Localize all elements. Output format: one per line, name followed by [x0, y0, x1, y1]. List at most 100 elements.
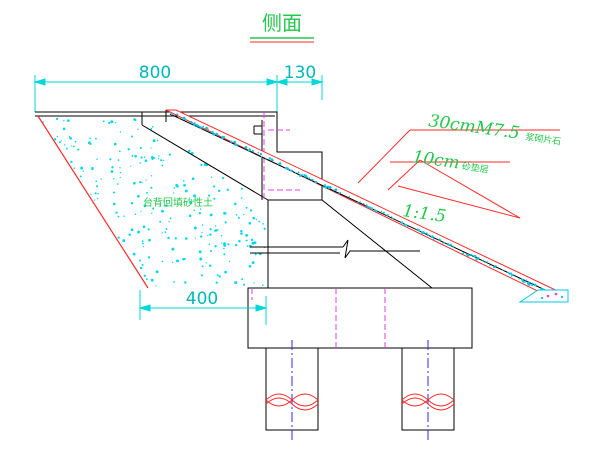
- backfill-speckle: [162, 159, 165, 162]
- backfill-speckle: [60, 140, 63, 142]
- slope-speckle: [362, 202, 365, 205]
- slope-speckle: [323, 186, 325, 188]
- slope-speckle: [449, 243, 452, 246]
- backfill-speckle: [146, 191, 148, 194]
- backfill-speckle: [130, 202, 134, 205]
- backfill-speckle: [208, 243, 211, 246]
- backfill-speckle: [249, 209, 253, 212]
- backfill-speckle: [198, 250, 202, 254]
- slope-speckle: [287, 168, 290, 171]
- slope-speckle: [421, 231, 424, 234]
- backfill-speckle: [56, 135, 59, 138]
- slope-speckle: [484, 261, 486, 263]
- backfill-speckle: [145, 278, 148, 281]
- backfill-speckle: [240, 197, 243, 199]
- backfill-speckle: [110, 120, 114, 124]
- layer2-value: 10cm: [411, 147, 461, 173]
- slope-speckle: [380, 210, 383, 213]
- backfill-speckle: [251, 261, 255, 264]
- backfill-speckle: [240, 229, 243, 233]
- backfill-speckle: [199, 257, 203, 261]
- backfill-speckle: [95, 137, 97, 140]
- backfill-speckle: [190, 200, 192, 203]
- backfill-speckle: [143, 156, 146, 158]
- backfill-speckle: [130, 135, 134, 138]
- backfill-speckle: [255, 218, 258, 221]
- slope-speckle: [221, 136, 224, 139]
- backfill-speckle: [133, 181, 136, 185]
- backfill-speckle: [173, 186, 176, 189]
- backfill-speckle: [142, 225, 146, 228]
- backfill-speckle: [168, 221, 170, 223]
- slope-speckle: [324, 185, 328, 189]
- layer1-suffix: 浆砌片石: [525, 131, 562, 148]
- backfill-speckle: [174, 237, 177, 240]
- slope-speckle: [314, 180, 318, 184]
- backfill-speckle: [53, 138, 57, 141]
- slope-speckle: [301, 173, 303, 176]
- backfill-speckle: [161, 232, 163, 234]
- slope-speckle: [338, 191, 340, 193]
- backfill-speckle: [203, 163, 207, 166]
- backfill-speckle: [207, 234, 209, 237]
- slope-speckle: [205, 126, 208, 130]
- slope-speckle: [431, 235, 434, 239]
- backfill-speckle: [113, 191, 116, 194]
- backfill-speckle: [116, 183, 119, 185]
- backfill-speckle: [96, 158, 98, 160]
- slope-speckle: [178, 117, 181, 119]
- slope-speckle: [452, 245, 454, 247]
- backfill-speckle: [200, 163, 203, 167]
- backfill-speckle: [151, 157, 154, 160]
- backfill-speckle: [118, 150, 121, 153]
- slope-speckle: [193, 123, 196, 126]
- backfill-speckle: [200, 274, 203, 277]
- backfill-speckle: [140, 210, 142, 213]
- pile-centerlines: [291, 340, 429, 440]
- hidden-lines: [251, 112, 386, 348]
- backfill-speckle: [157, 158, 160, 160]
- backfill-speckle: [160, 159, 163, 162]
- backfill-speckle: [215, 281, 218, 284]
- backfill-speckle: [155, 285, 157, 287]
- backfill-speckle: [223, 253, 226, 256]
- backfill-speckle: [141, 181, 143, 184]
- backfill-outline: [35, 111, 275, 289]
- backfill-speckle: [142, 246, 145, 248]
- slope-speckle: [308, 177, 311, 180]
- slope-speckle: [310, 178, 314, 181]
- slope-speckle: [510, 272, 513, 275]
- backfill-speckle: [139, 146, 142, 150]
- slope-speckle: [524, 281, 526, 283]
- slope-speckle: [260, 155, 263, 158]
- slope-speckle: [233, 140, 237, 144]
- slope-speckle: [473, 254, 477, 258]
- slope-speckle: [403, 223, 406, 227]
- backfill-speckle: [240, 232, 243, 235]
- backfill-speckle: [155, 270, 159, 274]
- backfill-speckle: [79, 175, 82, 178]
- backfill-speckle: [119, 176, 121, 179]
- slope-speckle: [471, 254, 473, 256]
- backfill-speckle: [217, 189, 221, 193]
- slope-speckle: [406, 224, 408, 226]
- backfill-speckle: [193, 226, 197, 230]
- backfill-speckle: [159, 204, 162, 207]
- backfill-speckle: [175, 183, 178, 187]
- slope-speckle: [407, 225, 409, 228]
- backfill-speckle: [119, 171, 122, 174]
- backfill-speckle: [224, 270, 227, 274]
- slope-speckle: [270, 159, 273, 162]
- slope-speckle: [184, 118, 187, 121]
- backfill-speckle: [253, 282, 255, 284]
- slope-speckle: [357, 201, 359, 204]
- backfill-speckle: [187, 149, 191, 153]
- backfill-speckle: [209, 264, 212, 267]
- slope-speckle: [182, 116, 185, 119]
- backfill-speckle: [248, 221, 252, 225]
- slope-speckle: [259, 152, 263, 156]
- slope-speckle: [348, 195, 350, 198]
- backfill-speckle: [220, 235, 223, 237]
- backfill-speckle: [93, 199, 96, 201]
